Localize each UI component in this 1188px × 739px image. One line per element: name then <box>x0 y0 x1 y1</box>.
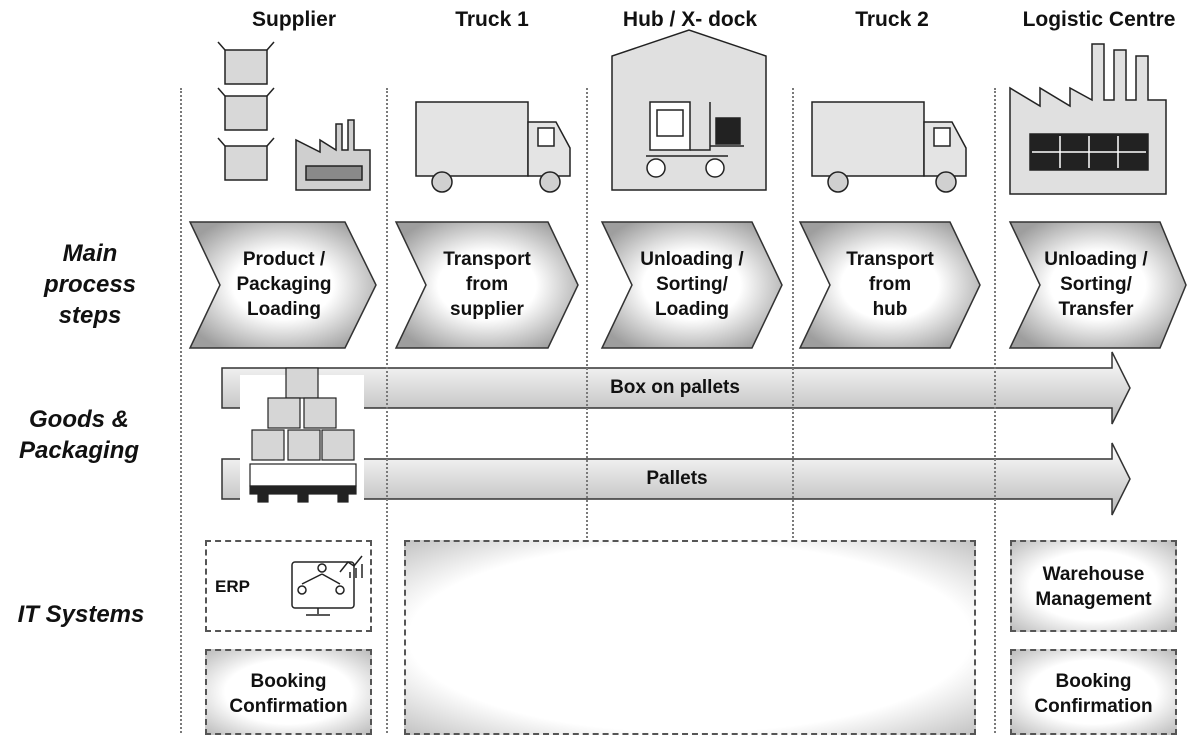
it-box-booking-logistic: Booking Confirmation <box>1010 649 1177 735</box>
column-divider <box>792 88 794 538</box>
truck-1-icon <box>415 101 571 193</box>
box-stack-icon <box>217 41 275 181</box>
column-title-logistic-centre: Logistic Centre <box>1022 8 1176 31</box>
logistic-centre-factory-icon <box>1009 43 1167 195</box>
row-label-it-systems: IT Systems <box>17 601 145 628</box>
booking-label: Booking <box>250 671 327 692</box>
pallet-boxes-icon <box>240 367 364 507</box>
erp-label: ERP <box>215 577 250 596</box>
chevron-step-2 <box>394 221 579 349</box>
flow-label-box-on-pallets: Box on pallets <box>610 377 740 398</box>
row-label-main-process-steps: Main process steps <box>43 240 137 329</box>
row-label-goods-packaging: Goods & Packaging <box>18 406 140 464</box>
confirmation-label: Confirmation <box>229 696 348 717</box>
column-title-truck-1: Truck 1 <box>455 8 529 31</box>
it-box-transport-no-visibility <box>404 540 976 735</box>
chevron-step-3 <box>600 221 783 349</box>
column-divider <box>180 88 182 733</box>
small-factory-icon <box>295 119 371 191</box>
column-title-hub: Hub / X- dock <box>622 8 758 31</box>
column-title-supplier: Supplier <box>251 8 336 31</box>
column-divider <box>586 88 588 538</box>
truck-2-icon <box>811 101 967 193</box>
it-box-erp: ERP <box>205 540 372 632</box>
warehouse-label: Warehouse <box>1042 564 1145 585</box>
booking-label: Booking <box>1055 671 1132 692</box>
management-label: Management <box>1035 589 1152 610</box>
process-step-5-label: Unloading /Sorting/Transfer <box>1044 249 1148 320</box>
column-title-truck-2: Truck 2 <box>855 8 929 31</box>
arrow-pallets <box>221 442 1131 516</box>
chevron-step-5 <box>1008 221 1187 349</box>
confirmation-label: Confirmation <box>1034 696 1153 717</box>
column-divider <box>386 88 388 733</box>
hub-warehouse-icon <box>611 29 767 191</box>
it-box-warehouse-management: Warehouse Management <box>1010 540 1177 632</box>
arrow-box-on-pallets <box>221 351 1131 425</box>
erp-monitor-icon <box>288 548 368 620</box>
chevron-step-4 <box>798 221 981 349</box>
chevron-step-1 <box>188 221 377 349</box>
process-step-3-label: Unloading /Sorting/Loading <box>640 249 744 320</box>
flow-label-pallets: Pallets <box>646 468 708 489</box>
it-box-booking-supplier: Booking Confirmation <box>205 649 372 735</box>
column-divider <box>994 88 996 733</box>
